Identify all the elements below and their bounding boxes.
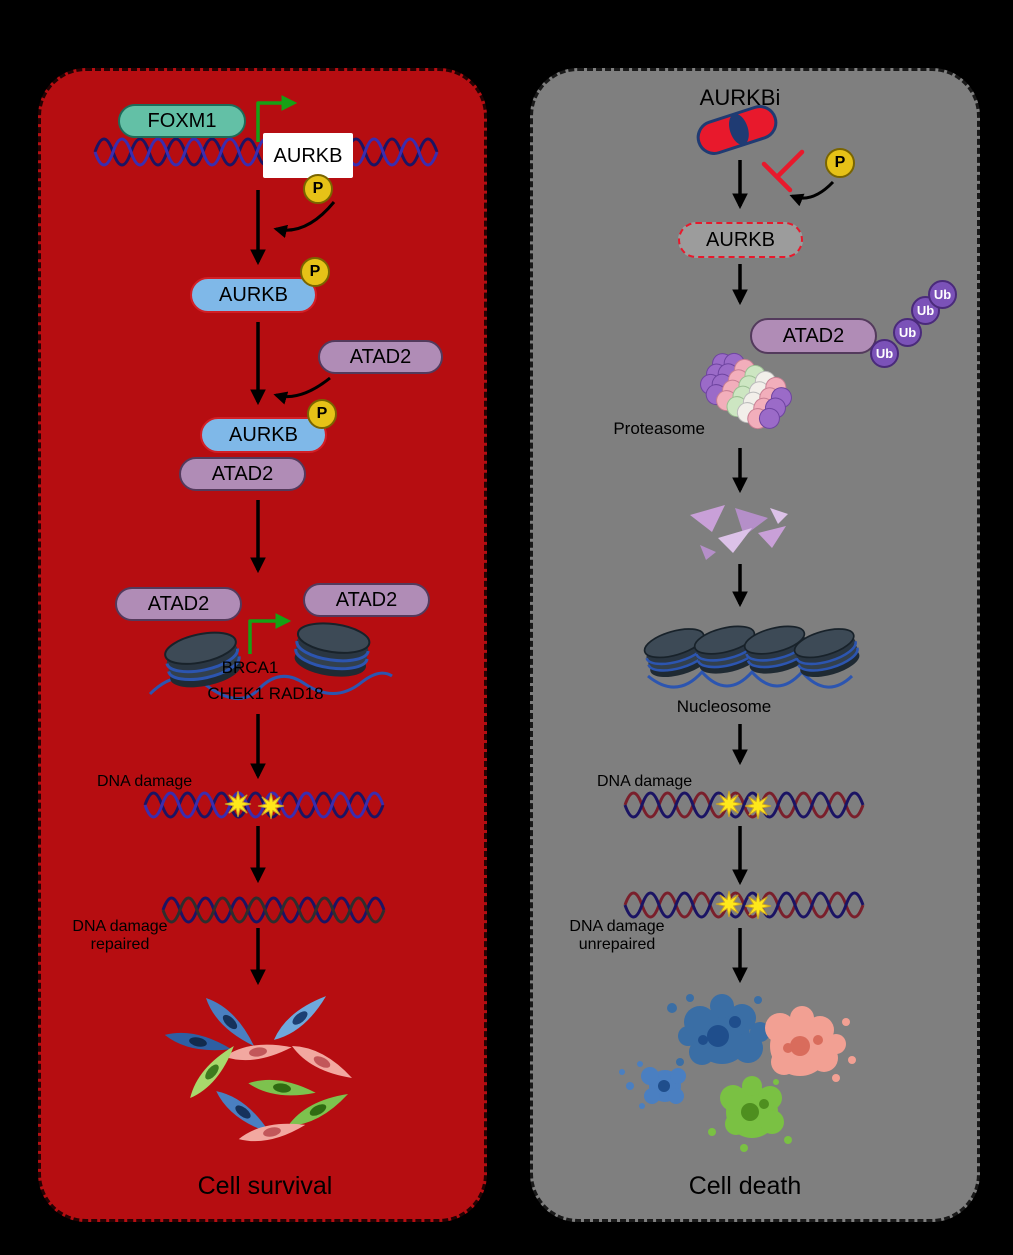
phospho-badge: P — [307, 399, 337, 429]
damage-star-icon — [224, 790, 252, 818]
survival-pathway-art — [93, 95, 439, 1146]
repaired-dna-helix — [161, 896, 386, 924]
phospho-badge: P — [825, 148, 855, 178]
cell-survival-label: Cell survival — [197, 1172, 333, 1200]
transcription-arrow-icon — [248, 613, 292, 654]
aurkb-pill: AURKB — [190, 277, 317, 313]
atad2-pill: ATAD2 — [303, 583, 430, 617]
dna-damage-unrepaired-label: DNA damage unrepaired — [569, 918, 665, 953]
damage-star-icon — [715, 890, 743, 918]
phospho-curved-arrow-icon — [273, 201, 336, 239]
dna-strand — [647, 669, 854, 689]
damage-star-icon — [744, 892, 772, 920]
damage-star-icon — [744, 792, 772, 820]
atad2-pill: ATAD2 — [750, 318, 877, 354]
chek1-rad18-label: CHEK1 RAD18 — [207, 684, 324, 703]
proteasome-label: Proteasome — [613, 419, 705, 438]
inhibition-icon — [761, 149, 805, 193]
capsule-icon — [696, 105, 778, 155]
aurkb-inhibited-pill: AURKB — [678, 222, 803, 258]
brca1-label: BRCA1 — [221, 658, 279, 677]
atad2-pill: ATAD2 — [179, 457, 306, 491]
damage-star-icon — [257, 792, 285, 820]
dna-damage-label: DNA damage — [597, 773, 693, 790]
unrepaired-dna-helix — [623, 891, 865, 919]
dna-damage-label: DNA damage — [97, 773, 193, 790]
foxm1-pill: FOXM1 — [118, 104, 246, 138]
damage-star-icon — [715, 790, 743, 818]
transcription-arrow-icon — [256, 95, 298, 142]
dying-cells-icon — [619, 994, 856, 1152]
death-pathway-art — [619, 105, 865, 1152]
degraded-fragments-icon — [690, 505, 788, 560]
ubiquitin-badge: Ub — [928, 280, 957, 309]
damaged-dna-helix — [623, 791, 865, 819]
nucleosome-label: Nucleosome — [676, 697, 772, 716]
ubiquitin-badge: Ub — [893, 318, 922, 347]
phospho-badge: P — [300, 257, 330, 287]
ubiquitin-badge: Ub — [870, 339, 899, 368]
cell-death-label: Cell death — [688, 1172, 802, 1200]
dna-damage-repaired-label: DNA damage repaired — [72, 918, 168, 953]
phospho-curved-arrow-icon — [789, 180, 835, 207]
nucleosome-icon — [291, 617, 373, 683]
phospho-badge: P — [303, 174, 333, 204]
atad2-binding-arrow-icon — [273, 376, 331, 405]
surviving-cells-icon — [163, 990, 356, 1146]
proteasome-icon — [700, 352, 792, 430]
atad2-pill: ATAD2 — [115, 587, 242, 621]
atad2-pill: ATAD2 — [318, 340, 443, 374]
repaired-dna-helix — [161, 896, 386, 924]
aurkb-pill: AURKB — [200, 417, 327, 453]
aurkb-gene-box: AURKB — [263, 133, 353, 178]
aurkbi-label: AURKBi — [699, 85, 781, 110]
